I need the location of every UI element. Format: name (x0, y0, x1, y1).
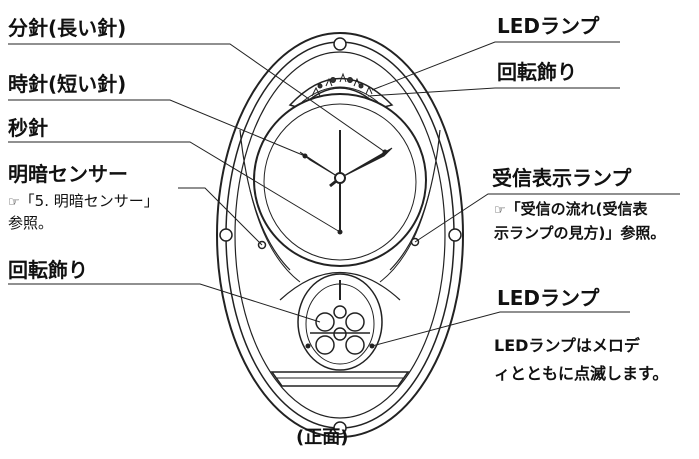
led-lamp-lower-left (305, 343, 311, 349)
leader-ornament-right (367, 87, 620, 97)
leader-led-bottom (371, 311, 630, 347)
label-reception-lamp: 受信表示ランプ (492, 166, 632, 190)
hole-bottom (333, 421, 347, 435)
label-hour-hand: 時針(短い針) (8, 72, 127, 96)
rotating-ornament-figure (310, 305, 370, 355)
note-light-sensor-line1: ☞「5. 明暗センサー」 (8, 190, 159, 214)
hole-top (333, 37, 347, 51)
leader-reception (414, 193, 680, 243)
right-swoop-2 (379, 189, 431, 283)
left-swoop (239, 129, 291, 271)
note-reception-line1: ☞「受信の流れ(受信表 (494, 198, 648, 222)
note-reception-line2: 示ランプの見方)」参照。 (494, 224, 666, 242)
leader-hour-hand (8, 99, 306, 157)
top-ornament-inner (301, 86, 379, 103)
hand-pivot (334, 172, 346, 184)
note-light-sensor-text1: 「5. 明暗センサー」 (19, 192, 159, 210)
leader-light-sensor (178, 187, 263, 246)
note-led-line2: ィとともに点滅します。 (494, 364, 669, 383)
base-shelf (270, 371, 410, 387)
label-led-lamp-bottom: LEDランプ (497, 286, 600, 310)
minute-hand (339, 147, 393, 179)
top-ornament-figures (311, 72, 373, 97)
left-swoop-2 (249, 189, 301, 283)
reference-icon: ☞ (494, 203, 506, 218)
leader-led-top (371, 41, 620, 91)
note-led-line1: LEDランプはメロデ (494, 336, 640, 355)
leader-minute-hand (8, 43, 386, 153)
right-swoop (389, 129, 441, 271)
hole-left (219, 228, 233, 242)
label-light-sensor: 明暗センサー (8, 162, 128, 186)
hole-right (448, 228, 462, 242)
lower-arch (279, 272, 401, 301)
clock-case-inner (234, 51, 446, 419)
label-rotating-ornament-right: 回転飾り (497, 60, 577, 84)
note-reception-text1: 「受信の流れ(受信表 (505, 200, 648, 218)
dial-inner (263, 103, 417, 261)
note-light-sensor-line2: 参照。 (8, 214, 54, 232)
label-second-hand: 秒針 (8, 116, 48, 140)
leader-second-hand (8, 141, 341, 233)
reference-icon: ☞ (8, 195, 20, 210)
leader-lines (8, 41, 680, 347)
label-led-lamp-top: LEDランプ (497, 14, 600, 38)
label-minute-hand: 分針(長い針) (8, 16, 127, 40)
leader-ornament-left (8, 283, 321, 323)
caption-front-view: (正面) (296, 427, 349, 448)
label-rotating-ornament-left: 回転飾り (8, 258, 88, 282)
